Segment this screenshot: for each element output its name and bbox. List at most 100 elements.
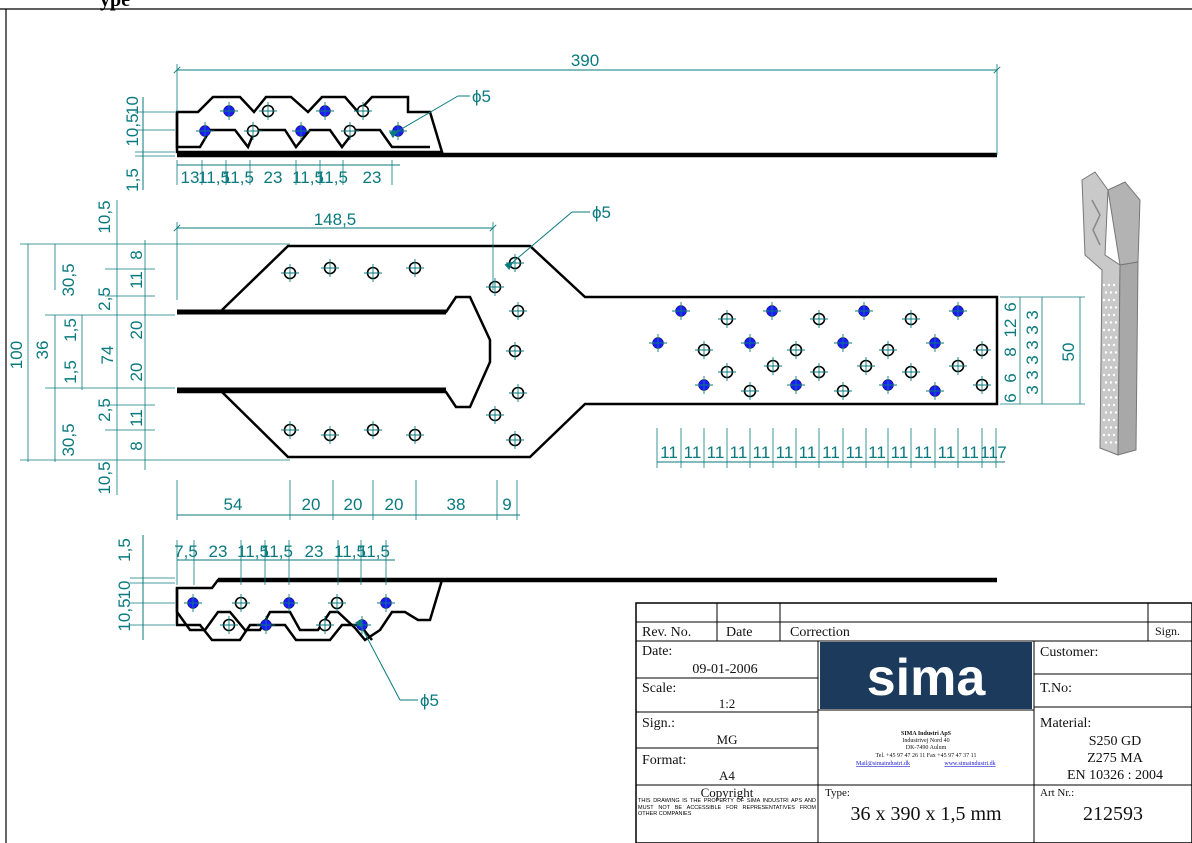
iso-hole xyxy=(1114,291,1118,294)
hole-filled xyxy=(695,376,713,394)
hole-open xyxy=(281,264,299,282)
hole-filled xyxy=(316,102,334,120)
dim-bt-sp-6: 11,5 xyxy=(358,542,390,561)
dim-stack-8: 8 xyxy=(127,441,146,450)
sima-logo xyxy=(820,642,1032,709)
material-label: Material: xyxy=(1040,716,1091,731)
dim-left-inner-1: 36 xyxy=(33,341,52,360)
dim-top-h-1: 10 xyxy=(123,96,142,115)
iso-hole xyxy=(1102,313,1106,317)
iso-hole xyxy=(1109,366,1113,369)
iso-hole xyxy=(1114,411,1118,414)
dim-bot-sp-2: 20 xyxy=(344,495,363,514)
dim-top-sp-5: 11,5 xyxy=(316,168,348,187)
copyright-title: Copyright xyxy=(701,785,754,800)
iso-hole xyxy=(1102,388,1106,392)
dim-right-sp-1: 11 xyxy=(684,443,702,462)
iso-hole xyxy=(1107,328,1111,332)
iso-hole xyxy=(1107,343,1111,347)
type-label: Type: xyxy=(825,787,850,799)
material-line-2: Z275 MA xyxy=(1087,751,1144,766)
hole-filled xyxy=(763,302,781,320)
title-block: Rev. No. Date Correction Sign. Date: 09-… xyxy=(635,602,1192,843)
iso-hole xyxy=(1107,388,1111,392)
hole-open xyxy=(244,122,262,140)
dim-bt-sp-5: 11,5 xyxy=(334,542,366,561)
date-label: Date: xyxy=(642,644,672,659)
bottom-dimensions: 7,5 23 11,5 11,5 23 11,5 11,5 1,5 10 10,… xyxy=(115,535,439,710)
iso-hole xyxy=(1107,358,1111,362)
iso-hole xyxy=(1109,336,1113,339)
iso-hole xyxy=(1112,313,1116,317)
dim-left-mid-2: 1,5 xyxy=(61,360,80,384)
dim-right-sp-11: 11 xyxy=(914,443,932,462)
iso-hole xyxy=(1104,411,1108,414)
iso-hole xyxy=(1107,313,1111,317)
hole-label-top: ϕ5 xyxy=(472,87,491,106)
dim-right-a-3: 6 xyxy=(1001,373,1020,382)
hole-open xyxy=(810,310,828,328)
dim-left-inner-2: 30,5 xyxy=(59,423,78,456)
hole-open xyxy=(321,426,339,444)
iso-hole xyxy=(1102,343,1106,347)
tno-label: T.No: xyxy=(1040,681,1072,696)
dim-mid-length: 148,5 xyxy=(314,210,357,229)
middle-dimensions: 148,5 ϕ5 54 20 20 20 38 9 xyxy=(7,200,1085,520)
dim-stack-7: 11 xyxy=(127,409,146,427)
dim-stack-4: 20 xyxy=(127,321,146,340)
hole-open xyxy=(220,616,238,634)
iso-hole xyxy=(1114,321,1118,324)
hole-filled xyxy=(353,616,371,634)
dim-stack-6: 2,5 xyxy=(95,398,114,422)
dim-left-overall: 100 xyxy=(7,341,26,369)
iso-hole xyxy=(1114,366,1118,369)
company-city: DK-7490 Aulum xyxy=(906,745,947,751)
hole-filled xyxy=(184,594,202,612)
iso-hole xyxy=(1112,418,1116,422)
hole-open xyxy=(949,357,967,375)
middle-holes xyxy=(281,254,991,449)
company-mail-link[interactable]: Mail@simaindustri.dk xyxy=(856,761,910,767)
iso-hole xyxy=(1104,366,1108,369)
dim-top-sp-3: 23 xyxy=(264,168,283,187)
iso-hole xyxy=(1102,283,1106,287)
top-dimensions: 390 13 11,5 11,5 23 11,5 11,5 23 10,5 10… xyxy=(123,51,1001,192)
dim-right-sp-8: 11 xyxy=(846,443,864,462)
iso-hole xyxy=(1109,381,1113,384)
hole-open xyxy=(787,341,805,359)
hole-open xyxy=(506,254,524,272)
iso-hole xyxy=(1112,358,1116,362)
iso-hole xyxy=(1109,351,1113,354)
company-web-link[interactable]: www.simaindustri.dk xyxy=(944,761,995,767)
dim-right-b-1: 3 xyxy=(1023,325,1042,334)
hole-filled xyxy=(834,334,852,352)
iso-hole xyxy=(1102,433,1106,437)
iso-hole xyxy=(1114,441,1118,444)
iso-hole xyxy=(1114,306,1118,309)
hole-filled xyxy=(926,334,944,352)
dim-right-sp-9: 11 xyxy=(868,443,886,462)
scale-value: 1:2 xyxy=(719,696,736,711)
middle-profile xyxy=(177,244,999,459)
dim-right-sp-0: 11 xyxy=(660,443,678,462)
dim-right-sp-13: 11 xyxy=(961,443,979,462)
hole-filled xyxy=(257,616,275,634)
dim-stack-9: 10,5 xyxy=(95,461,114,494)
hole-filled xyxy=(292,122,310,140)
hole-open xyxy=(718,363,736,381)
iso-hole xyxy=(1109,426,1113,429)
hole-open xyxy=(857,357,875,375)
iso-hole xyxy=(1109,291,1113,294)
dim-stack-5: 20 xyxy=(127,363,146,382)
iso-hole xyxy=(1112,433,1116,437)
hole-filled xyxy=(196,122,214,140)
iso-hole xyxy=(1114,336,1118,339)
customer-label: Customer: xyxy=(1040,645,1098,660)
hole-open xyxy=(364,264,382,282)
iso-hole xyxy=(1102,328,1106,332)
sima-logo-text: sima xyxy=(867,649,987,707)
iso-hole xyxy=(1102,298,1106,302)
dim-right-sp-2: 11 xyxy=(707,443,725,462)
date-col-header: Date xyxy=(726,625,752,640)
dim-top-sp-0: 13 xyxy=(181,168,200,187)
